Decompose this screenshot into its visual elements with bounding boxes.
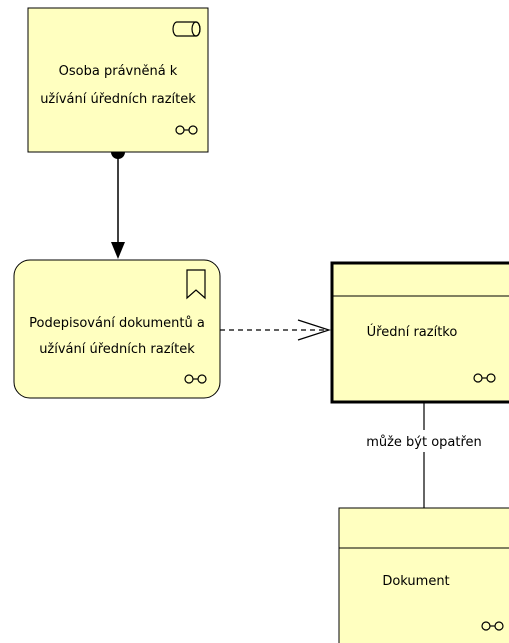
role-label-line2: užívání úředních razítek <box>40 92 196 107</box>
stamp-box <box>330 261 509 404</box>
stamp-object-element[interactable]: Úřední razítko <box>330 261 509 404</box>
document-object-element[interactable]: Dokument <box>338 507 509 643</box>
association-relation[interactable]: může být opatřen <box>350 402 500 508</box>
open-arrowhead-icon <box>297 319 331 341</box>
process-box <box>13 259 221 399</box>
viewpoint-glasses-icon <box>473 373 496 383</box>
document-box <box>338 507 509 643</box>
bookmark-icon <box>186 269 206 300</box>
assignment-relation[interactable] <box>111 145 125 259</box>
process-label-line2: užívání úředních razítek <box>39 342 195 357</box>
role-box <box>27 7 209 153</box>
role-label-line1: Osoba právněná k <box>59 64 178 79</box>
viewpoint-glasses-icon <box>175 125 198 135</box>
arrowhead-icon <box>111 242 125 259</box>
business-process-element[interactable]: Podepisování dokumentů a užívání úředníc… <box>13 259 221 399</box>
business-role-element[interactable]: Osoba právněná k užívání úředních razíte… <box>27 7 209 153</box>
viewpoint-glasses-icon <box>481 621 504 631</box>
association-label-bg <box>350 430 500 452</box>
access-relation[interactable] <box>220 319 331 341</box>
stamp-label: Úřední razítko <box>367 324 458 340</box>
association-label: může být opatřen <box>366 435 482 450</box>
viewpoint-glasses-icon <box>184 374 207 384</box>
role-icon <box>172 21 201 37</box>
process-label-line1: Podepisování dokumentů a <box>29 316 205 331</box>
document-label: Dokument <box>382 574 449 589</box>
